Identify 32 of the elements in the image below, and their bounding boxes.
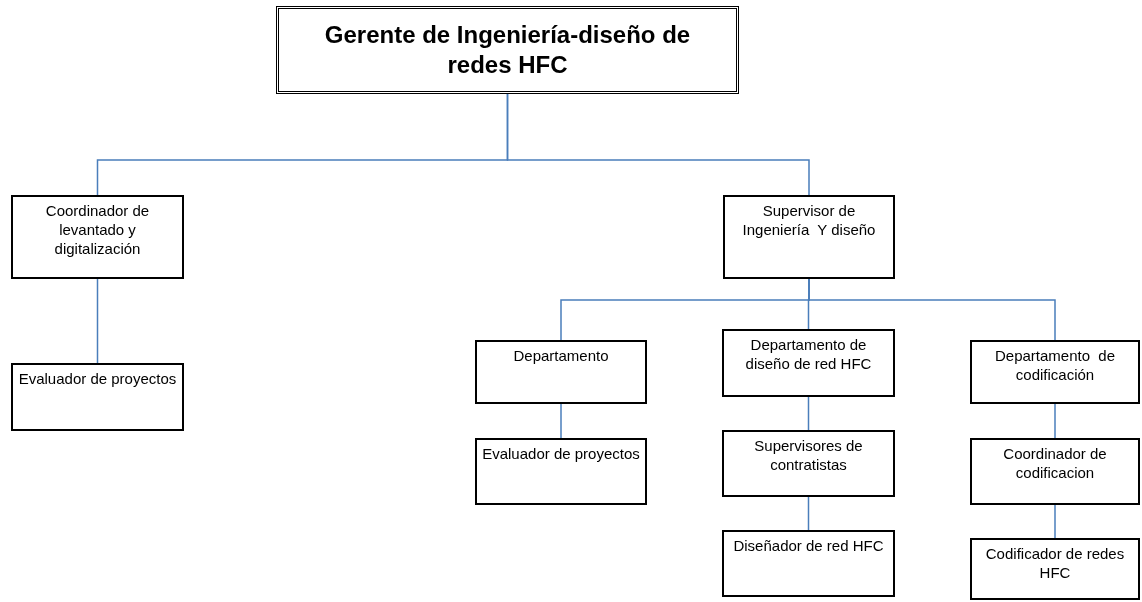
position-text: Codificador de redes HFC — [984, 544, 1126, 582]
connector-line — [807, 496, 810, 531]
position-box — [11, 363, 184, 431]
position-text: Diseñador de red HFC — [733, 536, 884, 555]
connector-line — [807, 396, 810, 431]
position-text: Departamento de diseño de red HFC — [744, 335, 873, 373]
position-text: Supervisor de Ingeniería Y diseño — [741, 201, 877, 239]
connector-line — [506, 93, 810, 196]
connector-line — [1054, 403, 1056, 439]
connector-line — [808, 278, 1056, 341]
position-box — [722, 430, 895, 497]
title-box — [276, 6, 739, 94]
position-box — [11, 195, 184, 279]
title-text: Gerente de Ingeniería-diseño de redes HFC — [323, 20, 692, 80]
position-text: Departamento de codificación — [993, 346, 1117, 384]
connector-line — [1054, 504, 1056, 539]
connector-line — [560, 403, 562, 439]
connector-line — [96, 278, 99, 364]
position-text: Evaluador de proyectos — [482, 444, 640, 463]
position-text: Coordinador de levantado y digitalización — [44, 201, 151, 258]
position-box — [970, 538, 1140, 600]
position-box — [723, 195, 895, 279]
position-text: Supervisores de contratistas — [753, 436, 864, 474]
position-box — [970, 438, 1140, 505]
position-box — [475, 438, 647, 505]
position-box — [475, 340, 647, 404]
position-text: Departamento — [513, 346, 609, 365]
position-text: Coordinador de codificacion — [1002, 444, 1108, 482]
position-box — [722, 530, 895, 597]
position-box — [970, 340, 1140, 404]
position-text: Evaluador de proyectos — [18, 369, 177, 388]
position-box — [722, 329, 895, 397]
